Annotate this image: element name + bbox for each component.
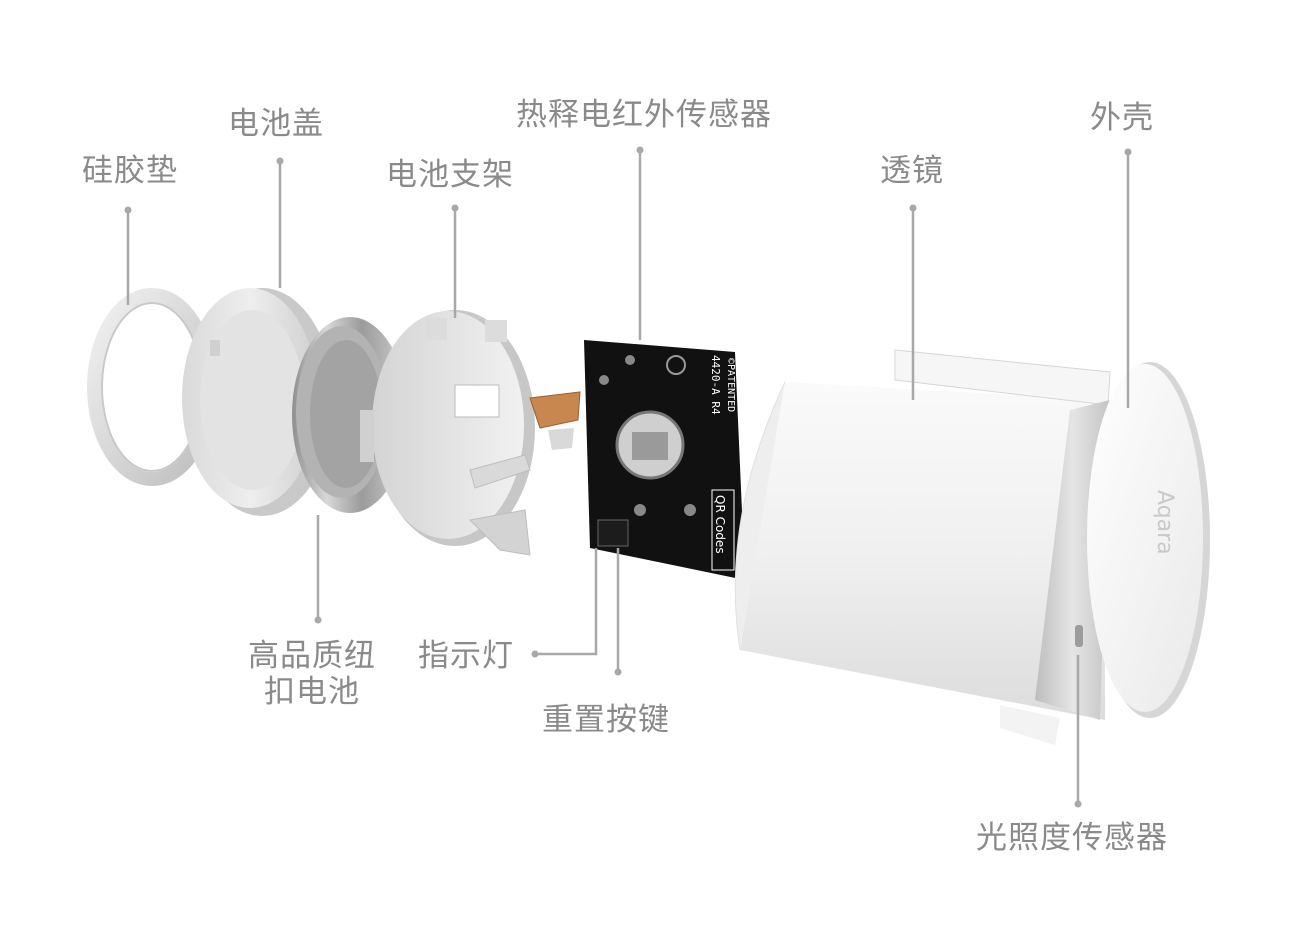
label-battery-bracket: 电池支架	[386, 157, 514, 193]
aqara-logo: Aqara	[1152, 490, 1177, 555]
label-battery-cover: 电池盖	[228, 106, 324, 142]
label-lens: 透镜	[880, 153, 944, 189]
label-light-sensor: 光照度传感器	[976, 820, 1168, 856]
battery-bracket-part	[360, 310, 581, 556]
label-indicator: 指示灯	[418, 638, 514, 674]
label-shell: 外壳	[1090, 100, 1154, 136]
pcb-patent-text: ©PATENTED	[725, 358, 736, 412]
label-pir-sensor: 热释电红外传感器	[516, 97, 772, 133]
shell-part	[734, 349, 1210, 745]
leader-lines	[126, 152, 1130, 802]
pcb-model-text: 4420-A R4	[709, 355, 722, 415]
battery-cover-part	[182, 288, 334, 516]
pcb-board-part	[584, 340, 745, 580]
label-reset-button: 重置按键	[542, 702, 670, 738]
leader-dots	[124, 146, 1132, 808]
pcb-qr-text: QR Codes	[713, 495, 727, 554]
label-coin-battery: 高品质纽扣电池	[248, 638, 376, 710]
label-silicone-pad: 硅胶垫	[82, 153, 178, 189]
